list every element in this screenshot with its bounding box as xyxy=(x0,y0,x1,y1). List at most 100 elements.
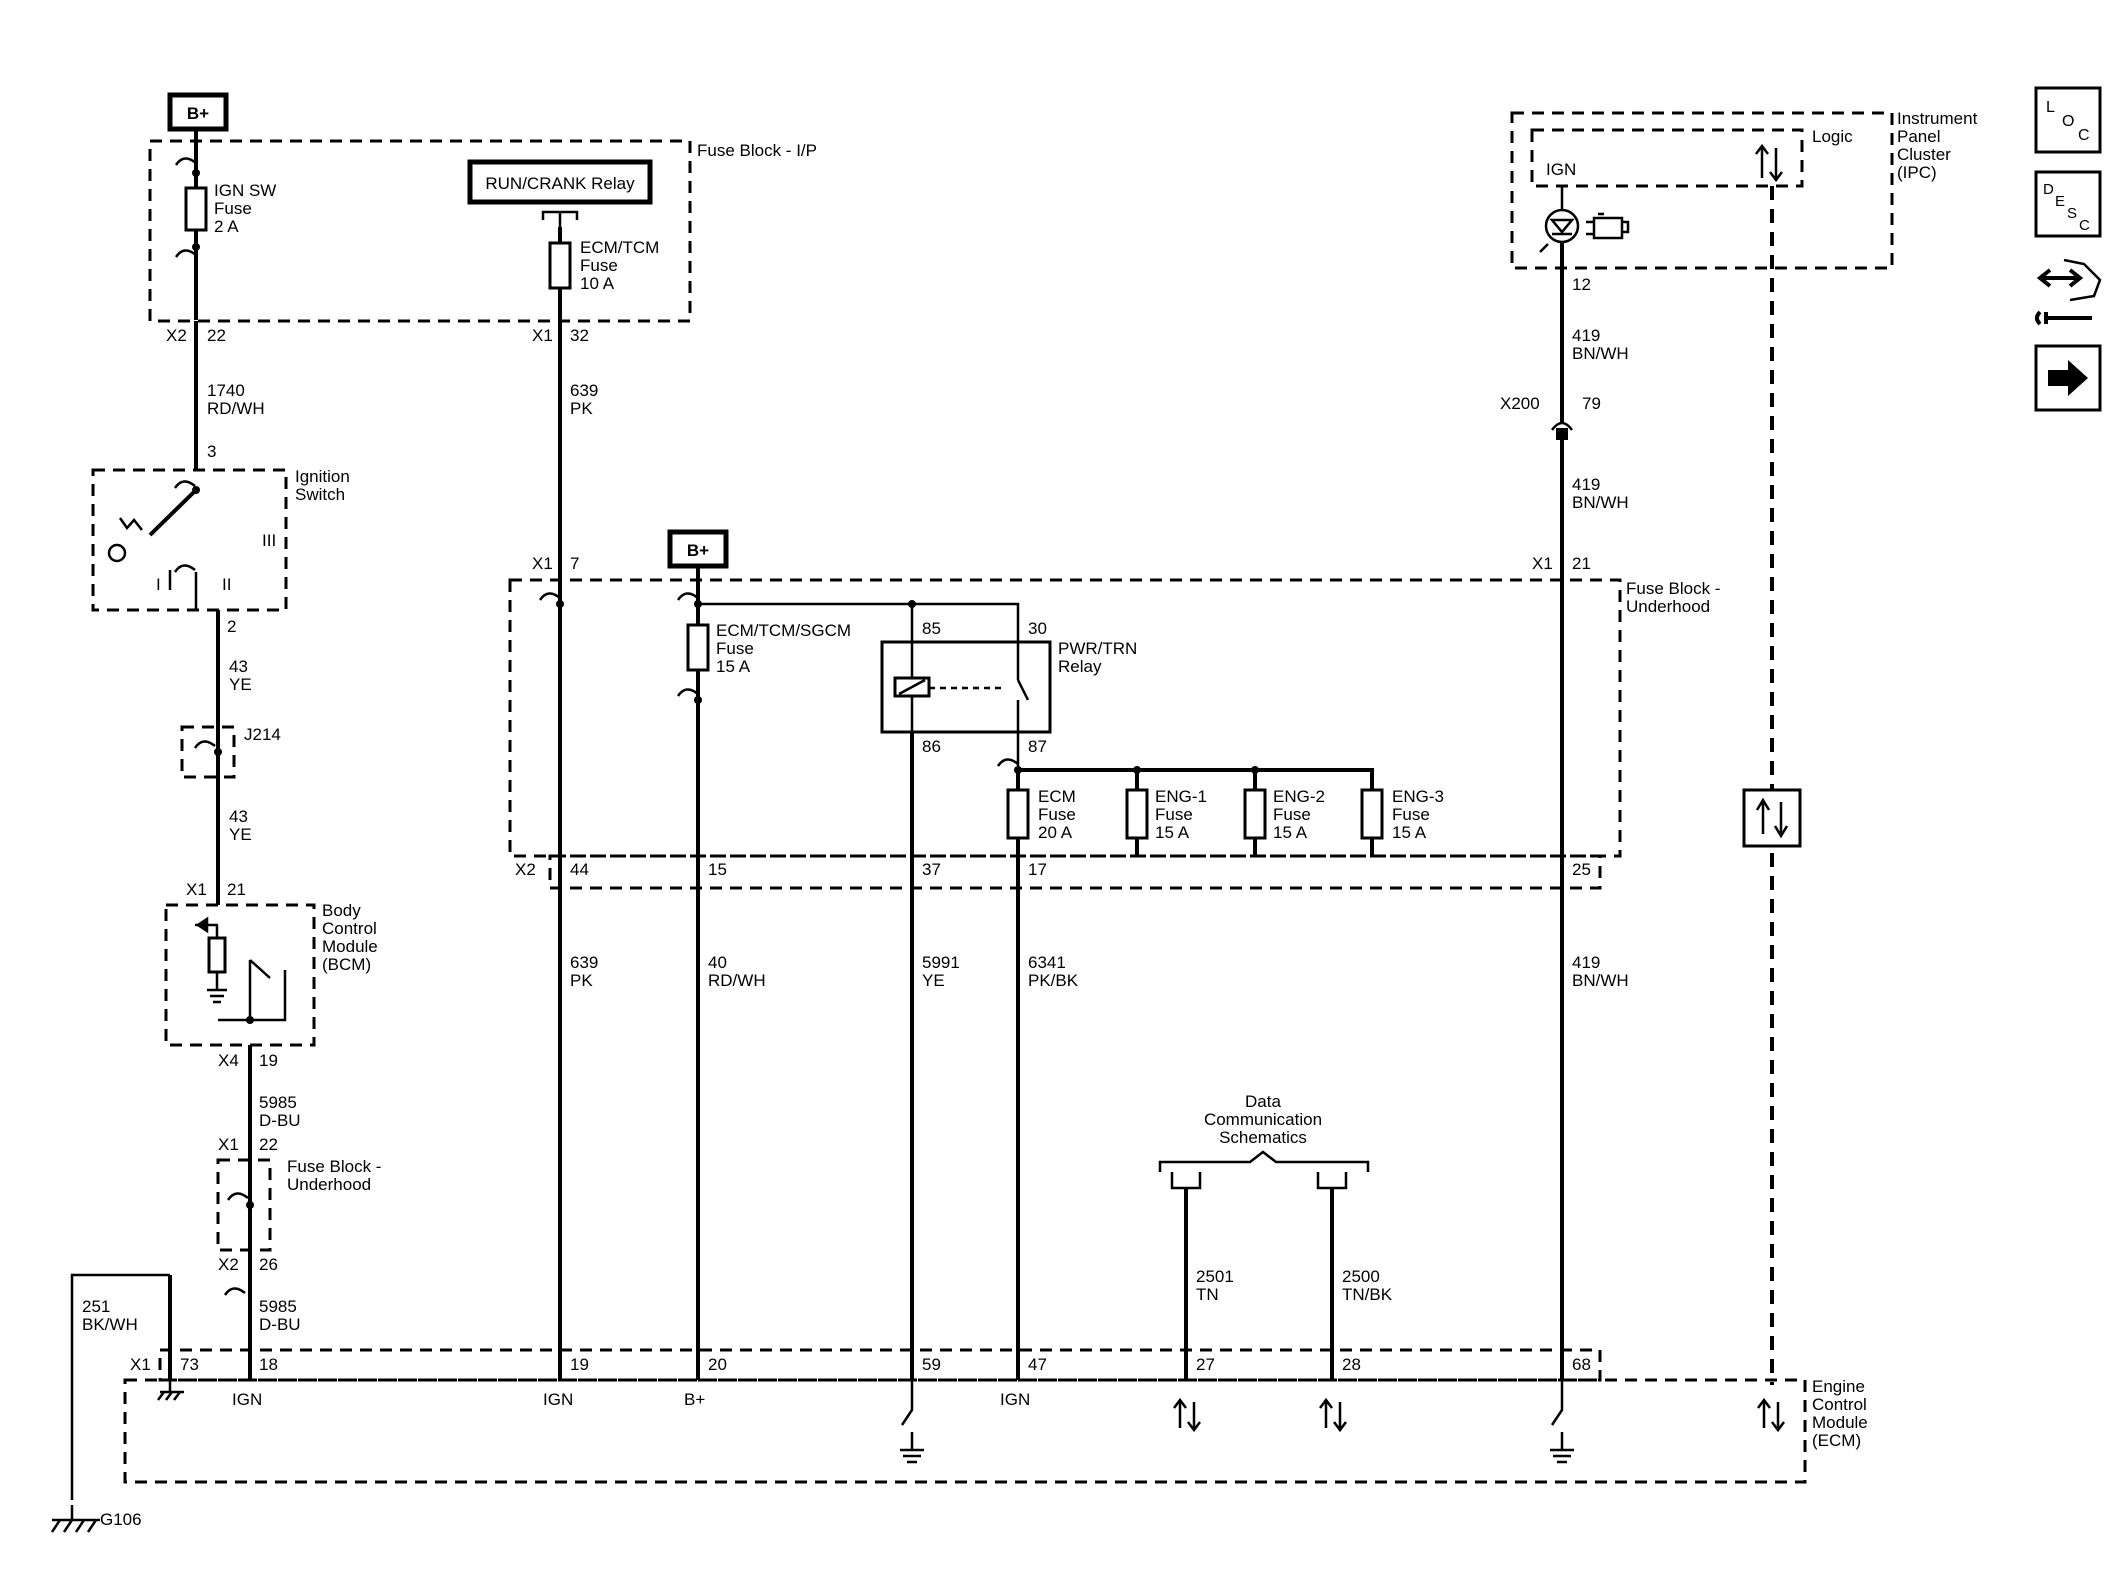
svg-text:15 A: 15 A xyxy=(1155,823,1190,842)
ecm-tcm-sgcm-fuse-symbol xyxy=(686,623,710,672)
data-comm-bracket xyxy=(1158,1150,1370,1190)
svg-text:YE: YE xyxy=(922,971,945,990)
wire-2501-label: 2501 TN xyxy=(1196,1267,1234,1304)
pwr-trn-relay-label: PWR/TRN Relay xyxy=(1058,639,1137,676)
svg-text:YE: YE xyxy=(229,825,252,844)
svg-text:ENG-2: ENG-2 xyxy=(1273,787,1325,806)
pin-86: 86 xyxy=(922,737,941,756)
pin-32: 32 xyxy=(570,326,589,345)
svg-text:BN/WH: BN/WH xyxy=(1572,493,1629,512)
eng2-fuse-symbol xyxy=(1243,788,1267,840)
eng1-fuse-symbol xyxy=(1125,788,1149,840)
pin-73: 73 xyxy=(180,1355,199,1374)
ipc-data-arrows-icon xyxy=(1755,143,1783,183)
connector-x200-label: X200 xyxy=(1500,394,1540,413)
svg-text:Engine: Engine xyxy=(1812,1377,1865,1396)
pin-2: 2 xyxy=(227,617,236,636)
svg-text:Schematics: Schematics xyxy=(1219,1128,1307,1147)
svg-text:6341: 6341 xyxy=(1028,953,1066,972)
description-button[interactable]: D E S C xyxy=(2034,170,2102,238)
bcm-label: Body Control Module (BCM) xyxy=(322,901,378,974)
pin-15: 15 xyxy=(708,860,727,879)
pin-25: 25 xyxy=(1572,860,1591,879)
svg-text:B+: B+ xyxy=(687,541,709,560)
connector-x200-symbol xyxy=(1550,421,1574,440)
pin-19-bcm: 19 xyxy=(259,1051,278,1070)
pin-79: 79 xyxy=(1582,394,1601,413)
svg-text:TN/BK: TN/BK xyxy=(1342,1285,1393,1304)
svg-text:2500: 2500 xyxy=(1342,1267,1380,1286)
connector-x1-uh-21: X1 xyxy=(1532,554,1553,573)
svg-text:43: 43 xyxy=(229,807,248,826)
pin-30: 30 xyxy=(1028,619,1047,638)
fuse-block-underhood-small-label: Fuse Block - Underhood xyxy=(287,1157,381,1194)
fuse-block-ip-outline xyxy=(148,139,692,323)
ecm-ground-59 xyxy=(900,1380,924,1464)
wire-419-label-2: 419 BN/WH xyxy=(1572,475,1629,512)
svg-text:40: 40 xyxy=(708,953,727,972)
svg-text:Communication: Communication xyxy=(1204,1110,1322,1129)
svg-text:O: O xyxy=(2062,113,2074,130)
ground-g106-label: G106 xyxy=(100,1510,142,1529)
ecm-ground-68 xyxy=(1550,1380,1574,1464)
eng3-fuse-label: ENG-3 Fuse 15 A xyxy=(1392,787,1444,842)
pin-17: 17 xyxy=(1028,860,1047,879)
svg-text:Fuse: Fuse xyxy=(1038,805,1076,824)
fuse-block-underhood-label: Fuse Block - Underhood xyxy=(1626,579,1720,616)
pin-3: 3 xyxy=(207,442,216,461)
svg-text:10 A: 10 A xyxy=(580,274,615,293)
run-crank-relay-box: RUN/CRANK Relay xyxy=(467,159,653,205)
location-button[interactable]: L O C xyxy=(2034,86,2102,154)
pin-68: 68 xyxy=(1572,1355,1591,1374)
pin-22-fbuh-small: 22 xyxy=(259,1135,278,1154)
svg-text:15 A: 15 A xyxy=(1392,823,1427,842)
ecm-ign-label-47: IGN xyxy=(1000,1390,1030,1409)
ecm-fuse-label: ECM Fuse 20 A xyxy=(1038,787,1076,842)
svg-text:Fuse: Fuse xyxy=(214,199,252,218)
svg-text:Instrument: Instrument xyxy=(1897,109,1978,128)
wire-419-label-1: 419 BN/WH xyxy=(1572,326,1629,363)
bcm-internal-circuit xyxy=(195,916,287,1024)
wire-5985-label-lower: 5985 D-BU xyxy=(259,1297,301,1334)
svg-text:2501: 2501 xyxy=(1196,1267,1234,1286)
pin-59: 59 xyxy=(922,1355,941,1374)
ecm-ign-label-18: IGN xyxy=(232,1390,262,1409)
svg-text:1740: 1740 xyxy=(207,381,245,400)
svg-text:Control: Control xyxy=(1812,1395,1867,1414)
svg-text:Fuse: Fuse xyxy=(1155,805,1193,824)
svg-text:L: L xyxy=(2046,99,2055,116)
pin-7: 7 xyxy=(570,554,579,573)
svg-text:ECM/TCM: ECM/TCM xyxy=(580,238,659,257)
svg-text:(IPC): (IPC) xyxy=(1897,163,1937,182)
battery-terminal-top-left: B+ xyxy=(167,92,229,132)
ignition-switch-label: Ignition Switch xyxy=(295,467,350,504)
connector-x2-label: X2 xyxy=(166,326,187,345)
ecm-bplus-label-20: B+ xyxy=(684,1390,705,1409)
connector-x4-label: X4 xyxy=(218,1051,239,1070)
svg-text:251: 251 xyxy=(82,1297,110,1316)
pin-19-ecm: 19 xyxy=(570,1355,589,1374)
ecm-data-arrows-27 xyxy=(1173,1397,1201,1433)
svg-text:Fuse: Fuse xyxy=(1273,805,1311,824)
pin-85: 85 xyxy=(922,619,941,638)
wire-639-label-lower: 639 PK xyxy=(570,953,598,990)
svg-text:C: C xyxy=(2078,127,2090,144)
svg-text:D-BU: D-BU xyxy=(259,1111,301,1130)
svg-text:PK/BK: PK/BK xyxy=(1028,971,1079,990)
svg-text:Body: Body xyxy=(322,901,361,920)
svg-text:Relay: Relay xyxy=(1058,657,1102,676)
pin-87: 87 xyxy=(1028,737,1047,756)
svg-text:15 A: 15 A xyxy=(716,657,751,676)
svg-text:S: S xyxy=(2067,205,2077,222)
svg-text:RD/WH: RD/WH xyxy=(708,971,766,990)
connector-end-view-button[interactable] xyxy=(2035,258,2102,326)
ecm-data-arrows-28 xyxy=(1319,1397,1347,1433)
ecm-chassis-ground-73 xyxy=(157,1380,184,1401)
pwr-trn-relay-internals xyxy=(893,676,1030,1380)
next-arrow-button[interactable] xyxy=(2034,344,2102,412)
eng3-fuse-symbol xyxy=(1360,788,1384,840)
check-engine-lamp-icon xyxy=(1539,208,1630,253)
ignition-switch-symbol: III II I xyxy=(107,480,276,610)
svg-text:ECM: ECM xyxy=(1038,787,1076,806)
svg-text:43: 43 xyxy=(229,657,248,676)
